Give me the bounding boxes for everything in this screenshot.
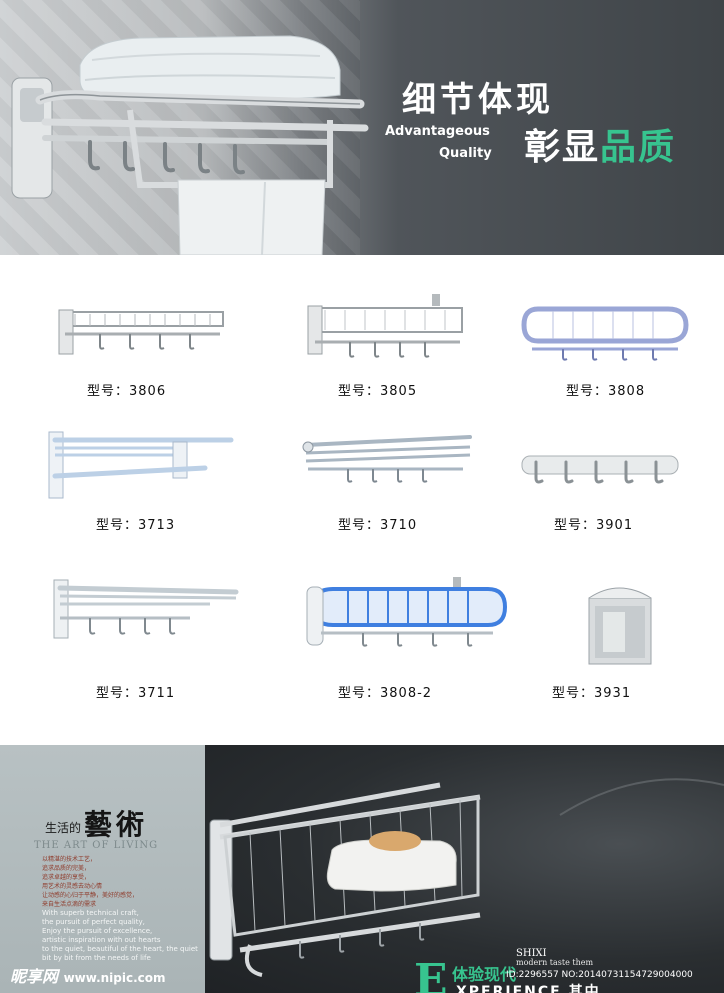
product-model-label: 型号：3901 [554,518,634,533]
showcase-basket-rack-illustration [209,778,724,977]
hero-title-line1: 细节体现 [402,80,554,120]
product-3808-2[interactable] [303,575,513,685]
folding-rack-with-hooks-icon [53,579,239,639]
living-poem-line: 让动感的心归于平静，美好的感觉， [42,892,139,899]
living-poem-line-en: bit by bit from the needs of life [42,954,151,962]
paper-holder-icon [588,587,652,665]
experience-tagline: modern taste them [516,958,594,967]
product-3711[interactable] [50,578,260,688]
watermark-logo-text: 昵享网 [10,967,59,986]
bottom-banner: 生活的 藝術 THE ART OF LIVING 以精湛的技术工艺， 追求品质的… [0,745,724,993]
hero-title-line2-accent: 品质 [600,127,677,168]
product-3713[interactable] [45,428,255,538]
hero-banner: 细节体现 Advantageous Quality 彰显品质 [0,0,724,255]
product-model-label: 型号：3713 [96,518,176,533]
living-poem-line: 来自生活点滴的需求 [42,901,97,908]
product-3931[interactable] [585,578,724,688]
product-model-label: 型号：3710 [338,518,418,533]
hero-title-line2: 彰显品质 [524,118,676,170]
living-poem-line: 追求卓越的享受， [42,874,91,881]
living-poem-line: 用艺术的灵感去动心情 [42,883,103,890]
product-showcase-panel [205,745,724,993]
watermark-id: ID:2296557 NO:20140731154729004000 [506,970,693,980]
product-model-label: 型号：3808 [566,384,646,399]
living-poem: 以精湛的技术工艺， 追求品质的完美， 追求卓越的享受， 用艺术的灵感去动心情 让… [42,855,207,963]
product-3901[interactable] [518,448,724,558]
towel-shelf-with-hooks-icon [302,435,472,483]
watermark-logo: 昵享网 www.nipic.com [10,963,166,987]
basket-shelf-with-hooks-icon [307,294,463,358]
experience-cn: 体验现代 [452,965,517,984]
product-3808[interactable] [518,295,724,405]
product-model-label: 型号：3805 [338,384,418,399]
watermark-url: www.nipic.com [63,971,166,985]
rounded-basket-shelf-icon [521,306,689,361]
product-model-label: 型号：3806 [87,384,167,399]
art-of-living-panel [0,745,205,993]
product-3710[interactable] [298,425,508,535]
product-model-label: 型号：3931 [552,686,632,701]
hook-strip-icon [521,455,679,484]
living-calligraphy: 藝術 [84,808,149,841]
living-poem-line-en: to the quiet, beautiful of the heart, th… [42,945,198,953]
living-poem-line-en: artistic inspiration with out hearts [42,936,161,944]
living-caption-en: THE ART OF LIVING [34,840,159,851]
hero-subtitle-en2: Quality [439,146,492,161]
experience-line2: XPERIENCE 其中 [456,984,601,993]
living-poem-line: 以精湛的技术工艺， [42,856,97,863]
blue-basket-shelf-icon [306,577,508,647]
product-3805[interactable] [300,290,510,400]
hero-towel-rack-illustration [11,35,369,255]
living-poem-line-en: the pursuit of perfect quality, [42,918,145,926]
hero-subtitle-en1: Advantageous [385,124,490,139]
living-poem-line-en: With superb technical craft, [42,909,139,917]
living-caption-cn: 生活的 [45,821,82,835]
product-model-label: 型号：3711 [96,686,176,701]
hero-title-line2-part1: 彰显 [524,127,601,168]
product-model-label: 型号：3808-2 [338,686,433,701]
product-3806[interactable] [55,290,265,400]
experience-brand: SHIXI [516,948,547,959]
living-poem-line-en: Enjoy the pursuit of excellence, [42,927,153,935]
basket-shelf-with-hooks-icon [58,309,224,355]
towel-rack-with-bar-icon [48,431,234,499]
living-poem-line: 追求品质的完美， [42,865,91,872]
experience-big-letter: E [414,955,448,993]
